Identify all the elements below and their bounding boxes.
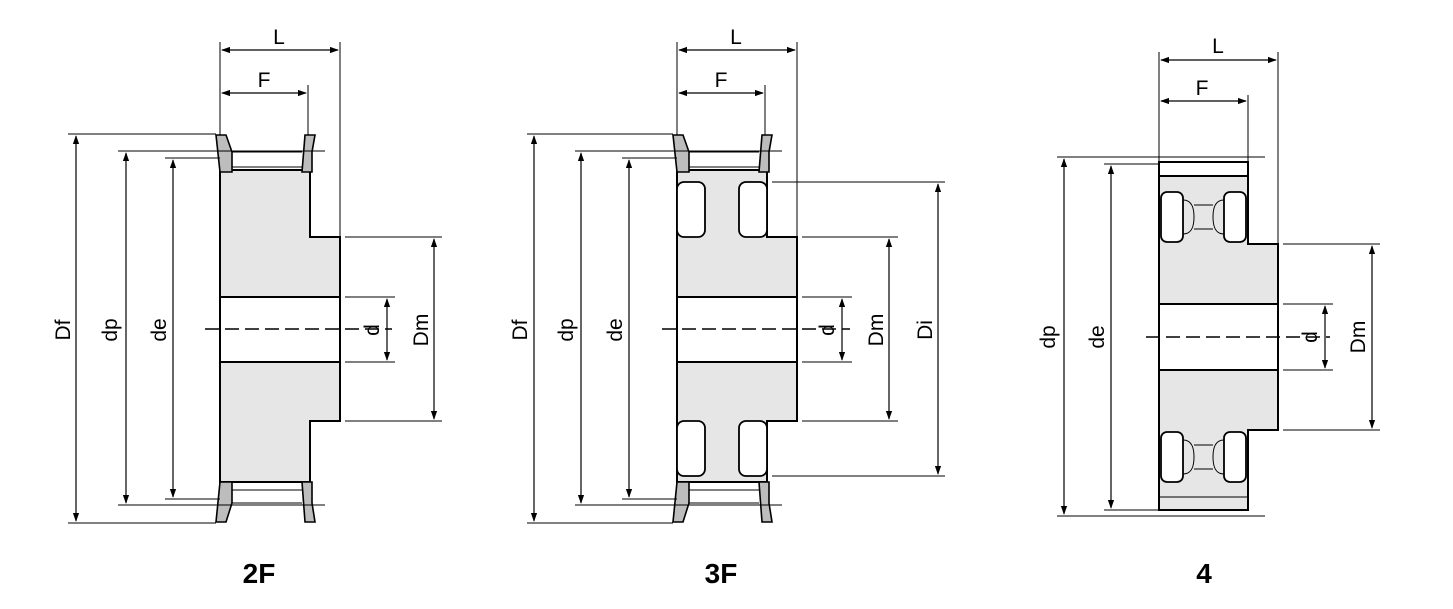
label-f-4: F: [1196, 77, 1209, 100]
bottom-flange-3f: [672, 481, 773, 523]
pocket-3f-br: [738, 420, 768, 477]
bottom-spokes-4: [1160, 431, 1247, 483]
label-l-2f: L: [273, 26, 285, 49]
label-dm-2f: Dm: [410, 314, 433, 347]
label-dm-4: Dm: [1347, 321, 1370, 354]
label-l-4: L: [1212, 35, 1224, 58]
label-de-3f: de: [604, 318, 627, 341]
label-df-2f: Df: [52, 319, 75, 340]
label-dm-3f: Dm: [865, 314, 888, 347]
label-d-2f: d: [361, 324, 384, 336]
label-dp-3f: dp: [555, 318, 578, 341]
label-l-3f: L: [730, 26, 742, 49]
label-di-3f: Di: [914, 320, 937, 340]
pocket-3f-bl: [676, 420, 706, 477]
caption-4: 4: [1196, 558, 1212, 589]
diagram-4: L F dp de d Dm 4: [1037, 35, 1380, 589]
label-f-2f: F: [258, 69, 271, 92]
label-d-3f: d: [816, 324, 839, 336]
bore-2f: [219, 296, 341, 363]
label-de-2f: de: [148, 318, 171, 341]
label-dp-2f: dp: [99, 318, 122, 341]
label-d-4: d: [1299, 331, 1322, 343]
diagram-2f: L F Df dp de d Dm 2F: [52, 26, 442, 589]
label-dp-4: dp: [1037, 325, 1060, 348]
top-spokes-4: [1160, 191, 1247, 243]
caption-3f: 3F: [705, 558, 738, 589]
bore-3f: [676, 296, 798, 363]
label-de-4: de: [1086, 325, 1109, 348]
top-flange-2f: [215, 134, 316, 173]
bottom-flange-2f: [215, 481, 316, 523]
top-rim-4: [1158, 161, 1249, 177]
diagram-3f: L F Df dp de d Dm Di 3F: [509, 26, 945, 589]
top-flange-3f: [672, 134, 773, 173]
pocket-3f-tr: [738, 181, 768, 238]
label-df-3f: Df: [509, 319, 532, 340]
caption-2f: 2F: [243, 558, 276, 589]
pocket-3f-tl: [676, 181, 706, 238]
label-f-3f: F: [715, 69, 728, 92]
